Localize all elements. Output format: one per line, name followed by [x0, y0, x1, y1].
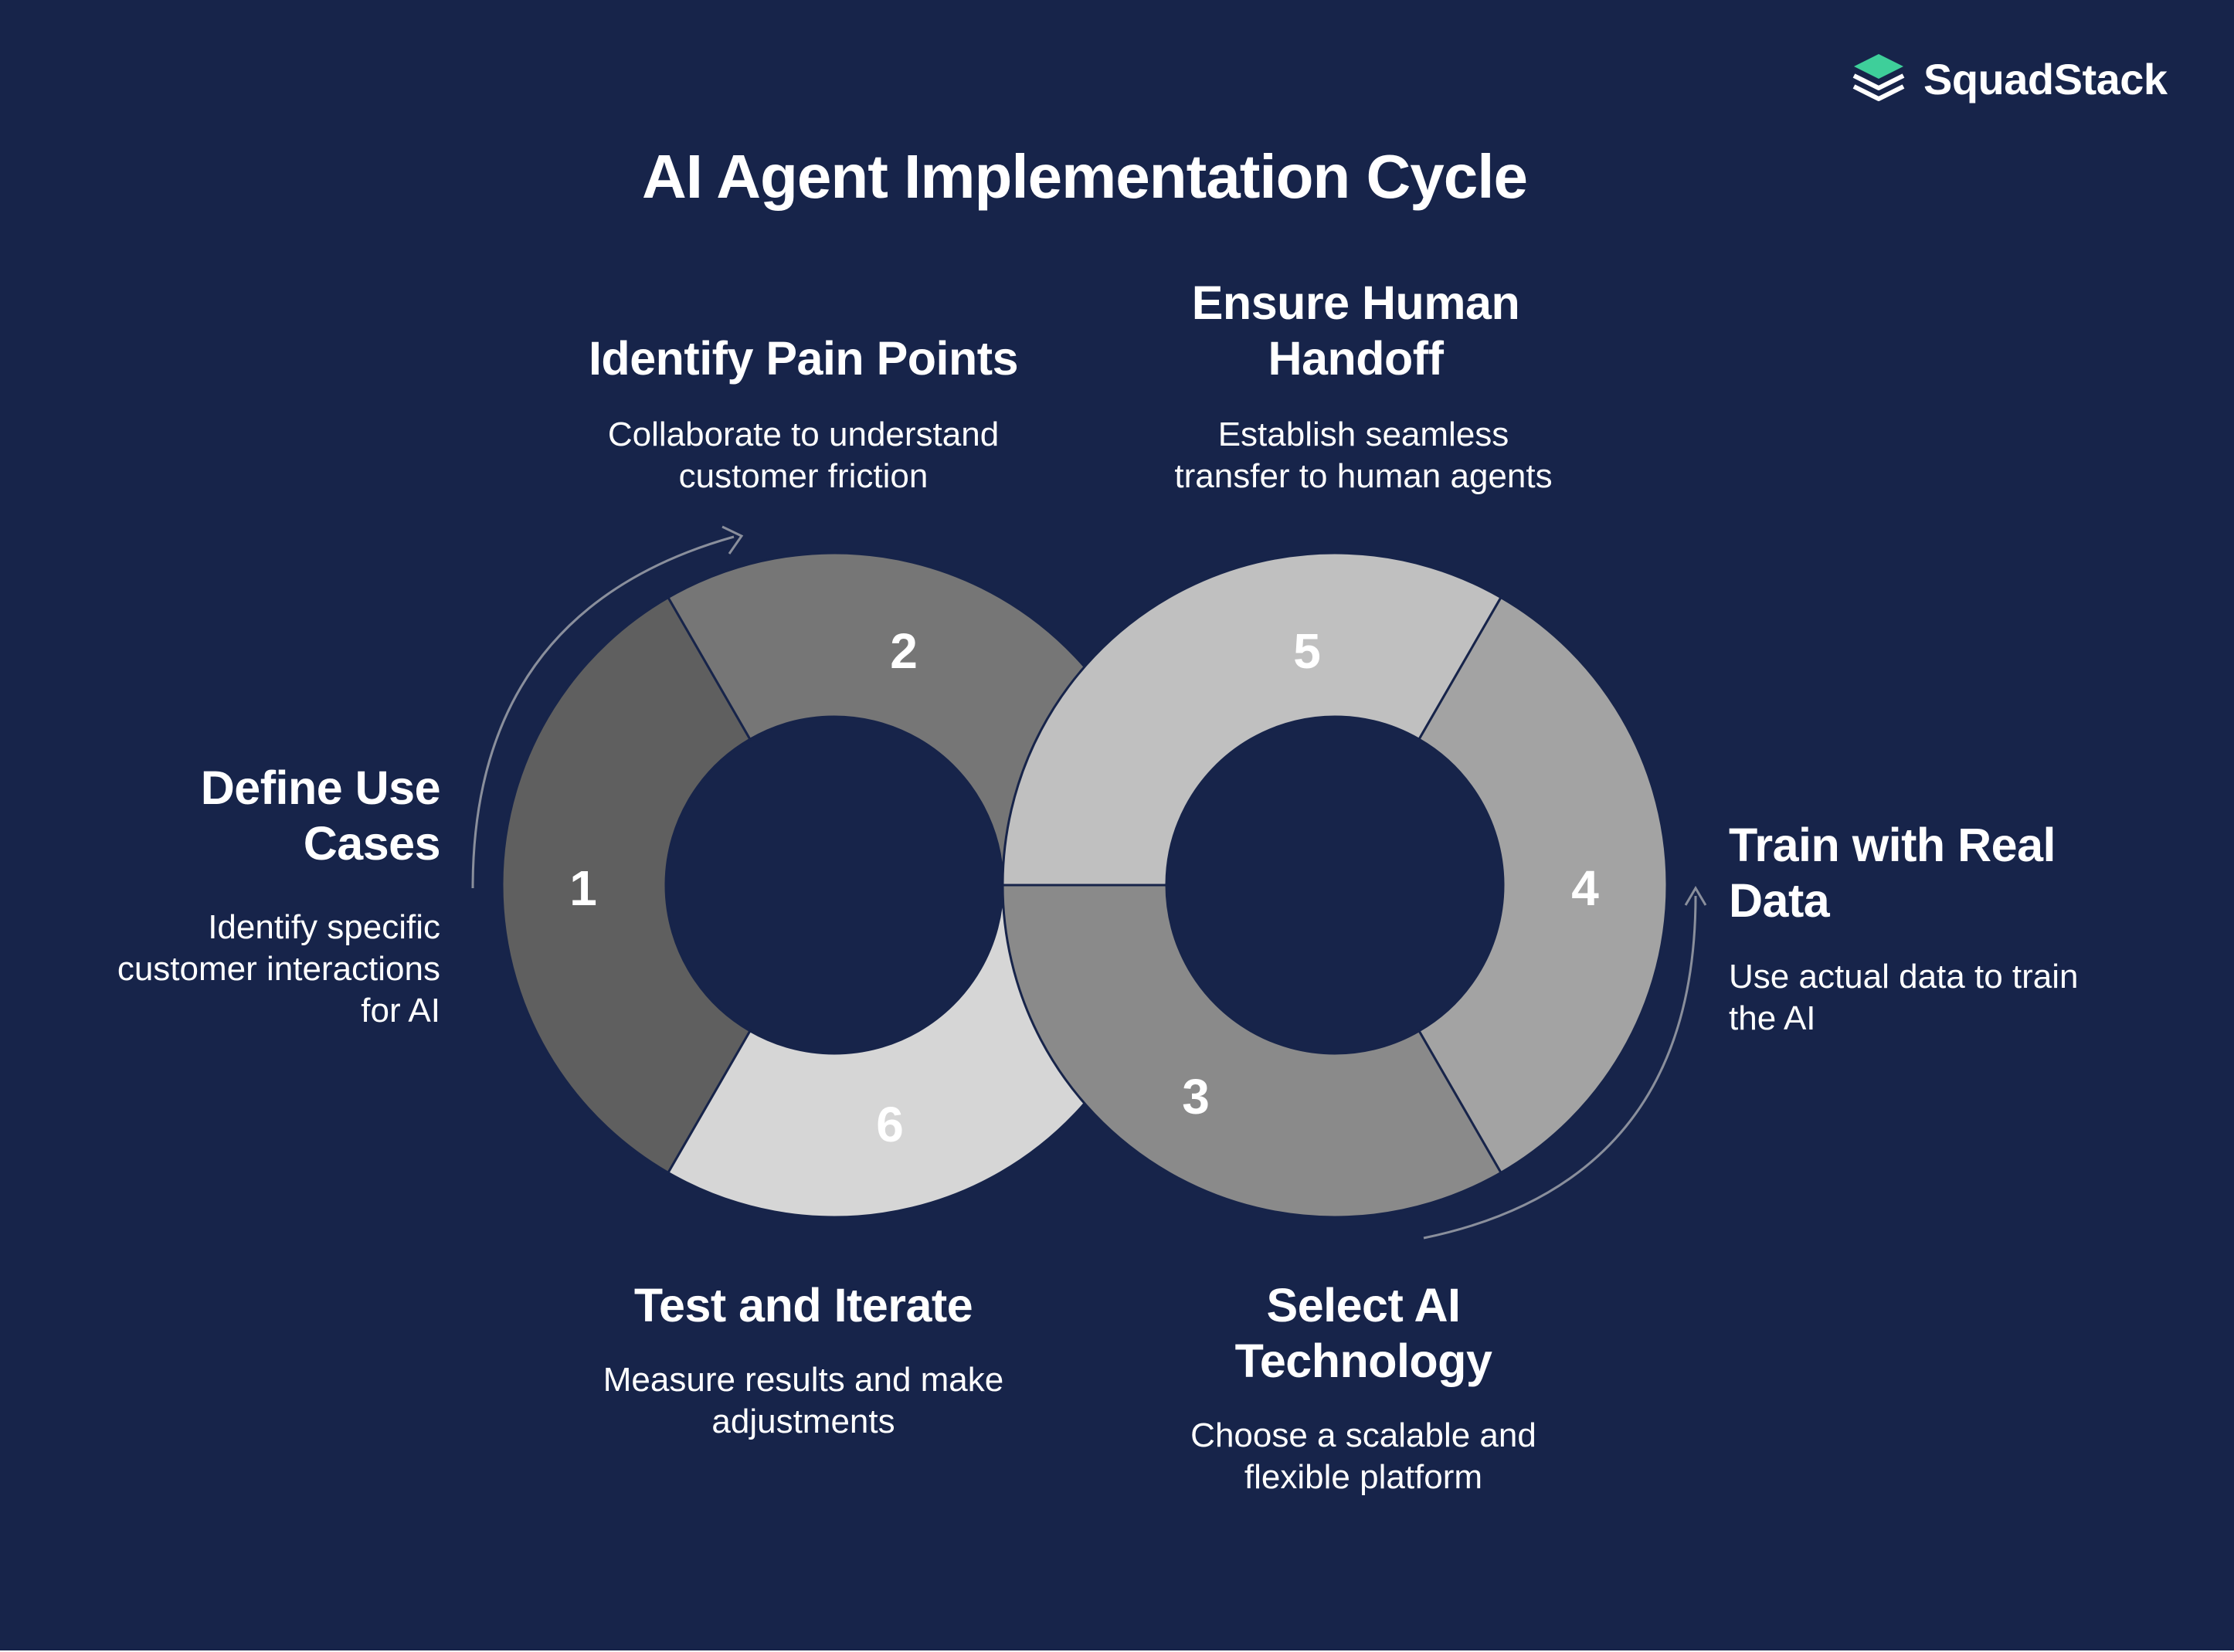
step-1-title: Define Use Cases: [100, 760, 441, 871]
step-1-title-line: Cases: [303, 817, 441, 870]
flow-arrow-right: [1423, 895, 1697, 1240]
flow-arrow-left: [471, 535, 735, 889]
step-number-6: 6: [876, 1097, 904, 1152]
step-5-title-line: Handoff: [1268, 332, 1444, 385]
step-number-1: 1: [569, 860, 597, 916]
step-5-title-line: Ensure Human: [1191, 276, 1520, 329]
step-number-3: 3: [1182, 1069, 1210, 1125]
step-3-desc-line: flexible platform: [1244, 1458, 1483, 1496]
step-4-desc-line: the AI: [1729, 999, 1816, 1037]
step-2-description: Collaborate to understand customer frict…: [541, 414, 1066, 497]
brand-logo: SquadStack: [1851, 48, 2168, 110]
step-5-desc-line: Establish seamless: [1217, 416, 1509, 453]
step-6-title-line: Test and Iterate: [633, 1279, 973, 1331]
step-5-description: Establish seamless transfer to human age…: [1097, 414, 1630, 497]
step-5-title: Ensure Human Handoff: [1097, 275, 1614, 386]
step-6-desc-line: adjustments: [711, 1403, 895, 1440]
step-3-title-line: Select AI: [1266, 1279, 1461, 1331]
step-6-title: Test and Iterate: [541, 1277, 1066, 1333]
step-4-desc-line: Use actual data to train: [1729, 958, 2079, 996]
step-2-title: Identify Pain Points: [541, 331, 1066, 386]
segment-4: [1417, 595, 1669, 1175]
page-title: AI Agent Implementation Cycle: [642, 142, 1528, 211]
segment-1: [501, 595, 752, 1175]
step-4-title-line: Train with Real: [1729, 819, 2056, 871]
step-number-4: 4: [1571, 860, 1599, 916]
stack-logo-icon: [1852, 54, 1905, 101]
step-2-desc-line: Collaborate to understand: [607, 416, 1000, 453]
arrowhead-left-icon: [721, 525, 744, 555]
step-1-desc-line: customer interactions: [117, 950, 440, 988]
step-2-title-line: Identify Pain Points: [588, 332, 1019, 385]
step-3-title-line: Technology: [1234, 1335, 1492, 1387]
step-3-desc-line: Choose a scalable and: [1190, 1416, 1536, 1454]
step-1-title-line: Define Use: [200, 762, 441, 814]
step-3-description: Choose a scalable and flexible platform: [1097, 1415, 1630, 1498]
arrowhead-right-icon: [1684, 886, 1707, 906]
bottom-border: [0, 1650, 2234, 1652]
segment-3: [1001, 884, 1503, 1219]
step-4-title: Train with Real Data: [1729, 817, 2161, 928]
segment-5: [1001, 551, 1503, 887]
step-4-description: Use actual data to train the AI: [1729, 956, 2161, 1040]
step-6-description: Measure results and make adjustments: [541, 1359, 1066, 1443]
step-6-desc-line: Measure results and make: [603, 1361, 1004, 1399]
step-2-desc-line: customer friction: [678, 457, 929, 495]
step-number-2: 2: [890, 623, 918, 679]
step-1-desc-line: for AI: [361, 992, 440, 1030]
step-3-title: Select AI Technology: [1105, 1277, 1622, 1389]
step-1-description: Identify specific customer interactions …: [46, 907, 440, 1032]
step-number-5: 5: [1293, 623, 1321, 679]
brand-name: SquadStack: [1923, 54, 2168, 103]
step-4-title-line: Data: [1729, 874, 1830, 927]
step-5-desc-line: transfer to human agents: [1174, 457, 1553, 495]
step-1-desc-line: Identify specific: [208, 908, 440, 946]
